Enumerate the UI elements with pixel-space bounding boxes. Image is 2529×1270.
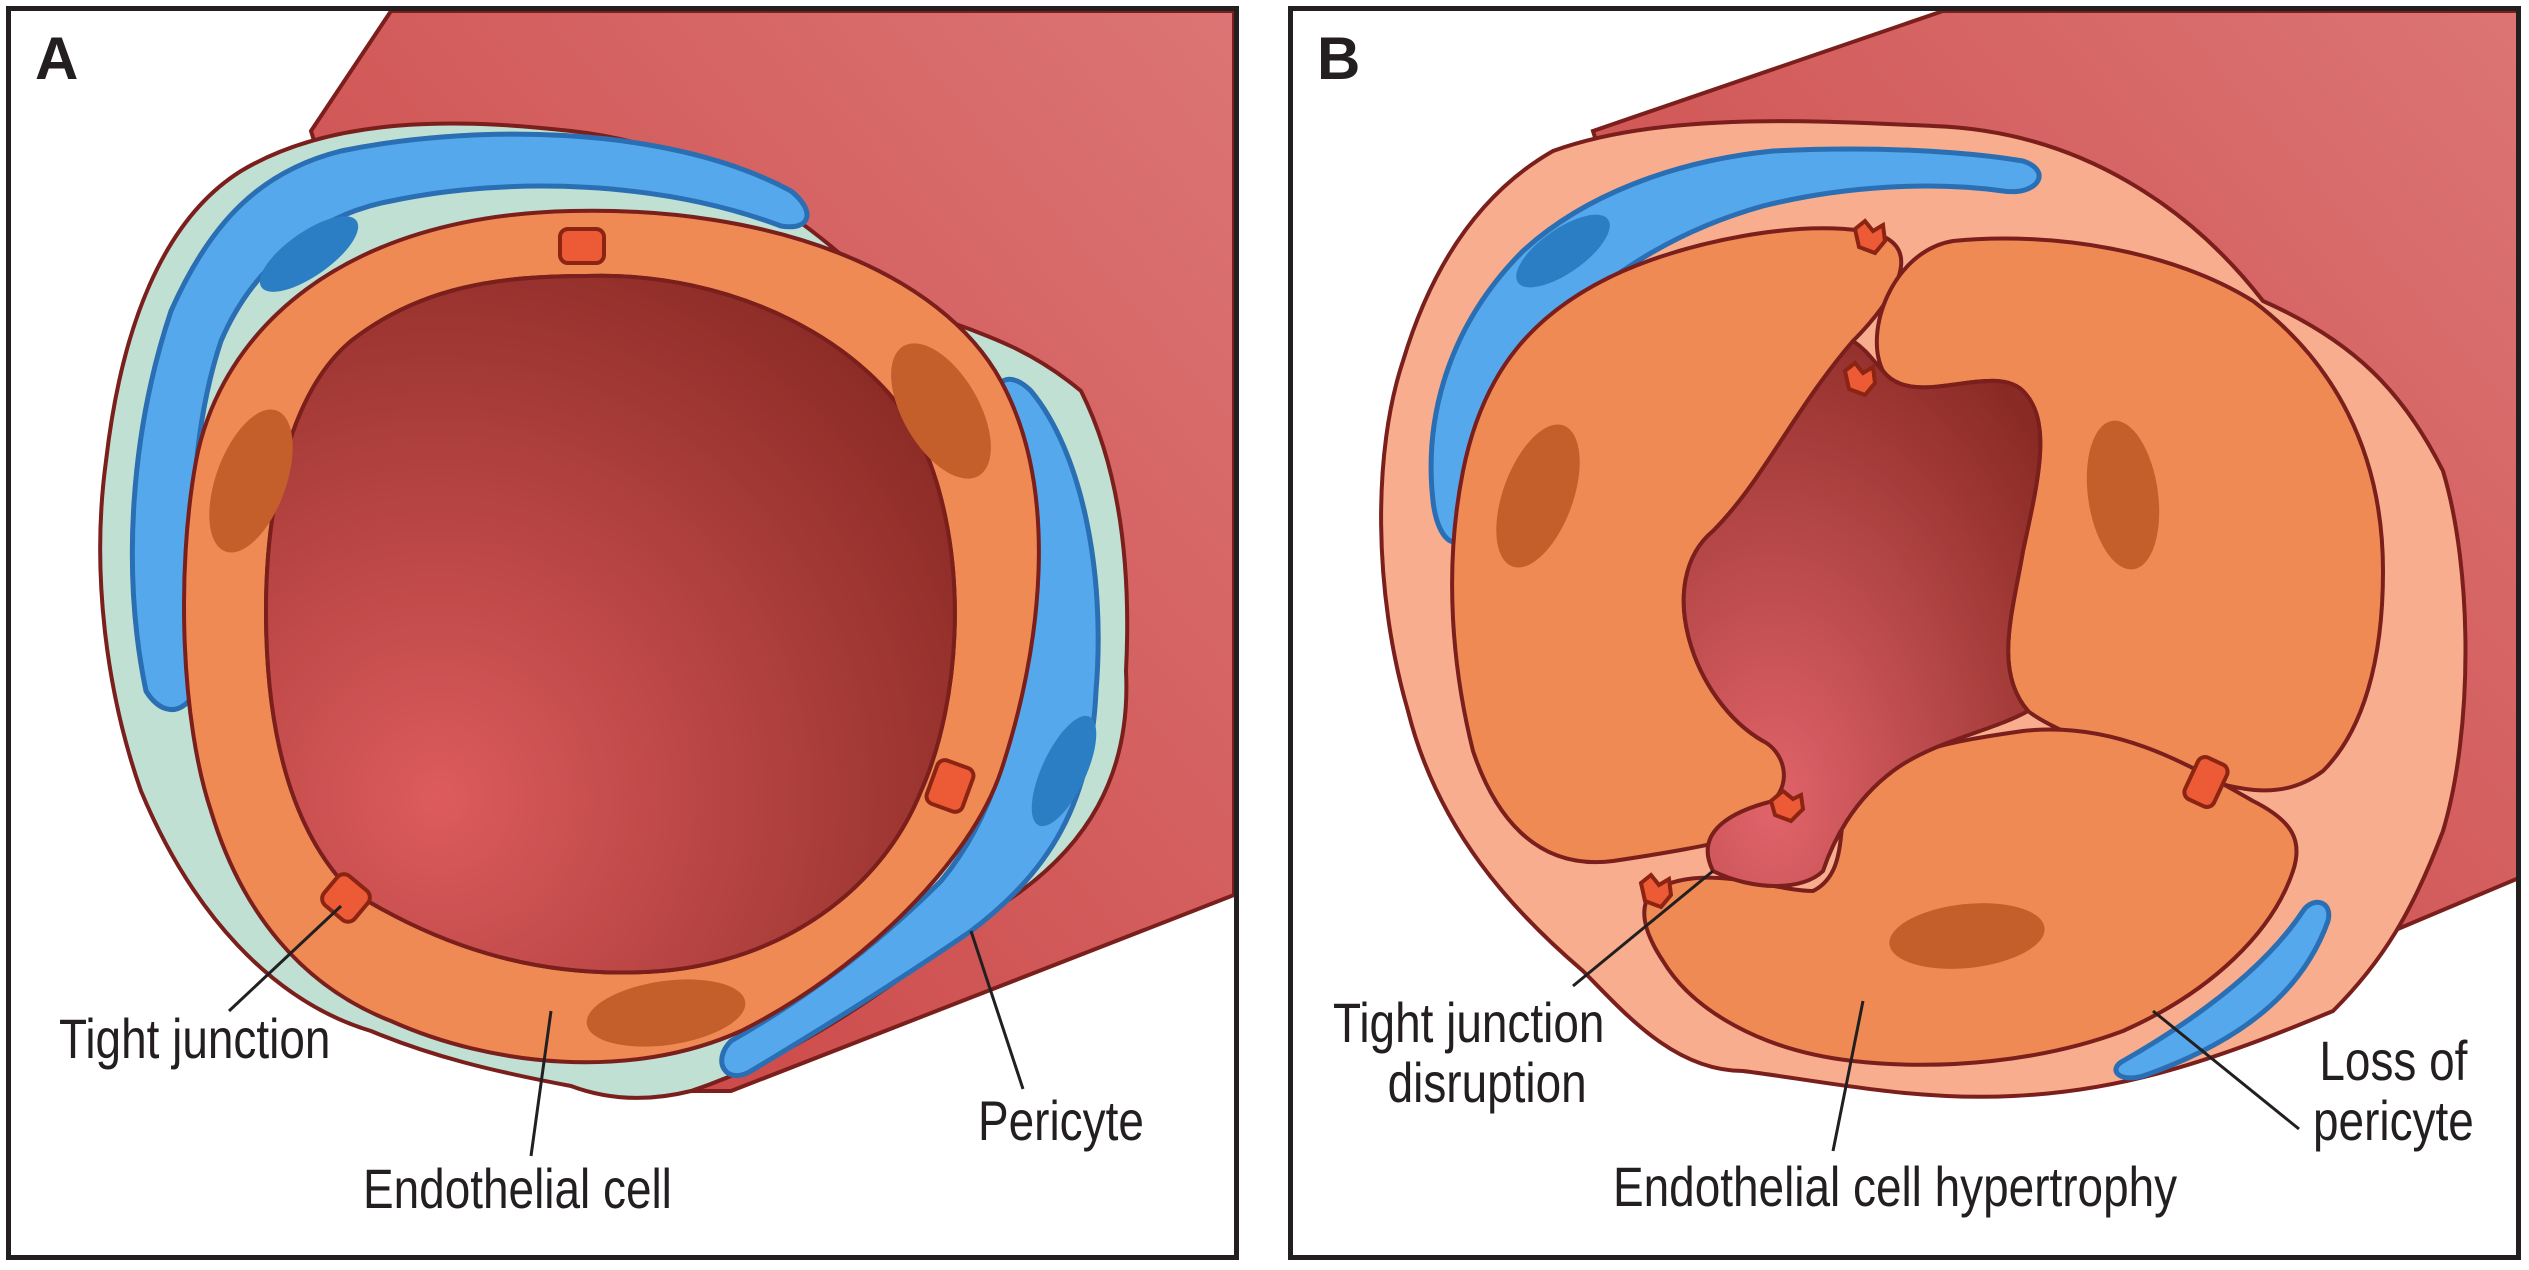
panel-b: B Tight junction disruption Endothelial … — [1288, 6, 2521, 1260]
label-endothelial-hypertrophy: Endothelial cell hypertrophy — [1613, 1155, 2178, 1218]
endothelial-nucleus — [1496, 424, 1580, 568]
tight-junction — [924, 758, 976, 814]
tight-junction-disrupted — [1768, 788, 1806, 824]
leader-loss-of-pericyte — [2152, 1009, 2300, 1131]
label-line: disruption — [1387, 1051, 1587, 1115]
leader-endothelial-cell — [529, 1010, 553, 1157]
tight-junction — [2182, 755, 2230, 809]
endothelial-nucleus — [209, 409, 293, 553]
tight-junction-disrupted — [1638, 872, 1674, 910]
leader-tight-junction — [227, 904, 343, 1013]
tight-junction-disrupted — [1852, 218, 1888, 256]
label-tight-junction: Tight junction — [59, 1007, 331, 1070]
endothelial-nucleus — [2086, 420, 2160, 570]
label-endothelial-cell: Endothelial cell — [363, 1157, 672, 1220]
tight-junction — [558, 227, 606, 265]
pericyte-nucleus — [1516, 214, 1610, 288]
label-tight-junction-disruption: Tight junction disruption — [1333, 991, 1605, 1115]
panel-a: A Tight junction Endothelial cell Pericy… — [6, 6, 1239, 1260]
panel-b-illustration — [1379, 11, 2516, 1152]
lumen — [1681, 338, 2043, 888]
panel-a-illustration — [98, 11, 1234, 1157]
label-pericyte: Pericyte — [978, 1089, 1144, 1152]
endothelial-nucleus — [1889, 903, 2045, 969]
endothelial-nucleus — [586, 979, 746, 1047]
leader-tight-junction-disruption — [1572, 869, 1714, 988]
label-line: pericyte — [2313, 1089, 2474, 1153]
panel-letter: B — [1317, 25, 1361, 92]
pericyte-nucleus-right — [1031, 715, 1097, 827]
pericyte-bottom-right — [2113, 899, 2332, 1081]
leader-pericyte — [969, 930, 1025, 1090]
panel-letter: A — [35, 25, 79, 92]
tight-junction-disrupted — [1842, 360, 1878, 398]
label-line: Loss of — [2319, 1029, 2468, 1092]
leader-endothelial-hypertrophy — [1831, 1000, 1865, 1152]
pericyte-nucleus-top — [259, 216, 359, 292]
label-line: Tight junction — [1333, 991, 1605, 1054]
label-loss-of-pericyte: Loss of pericyte — [2313, 1029, 2474, 1153]
lumen — [263, 273, 957, 975]
endothelial-nucleus — [891, 343, 991, 479]
